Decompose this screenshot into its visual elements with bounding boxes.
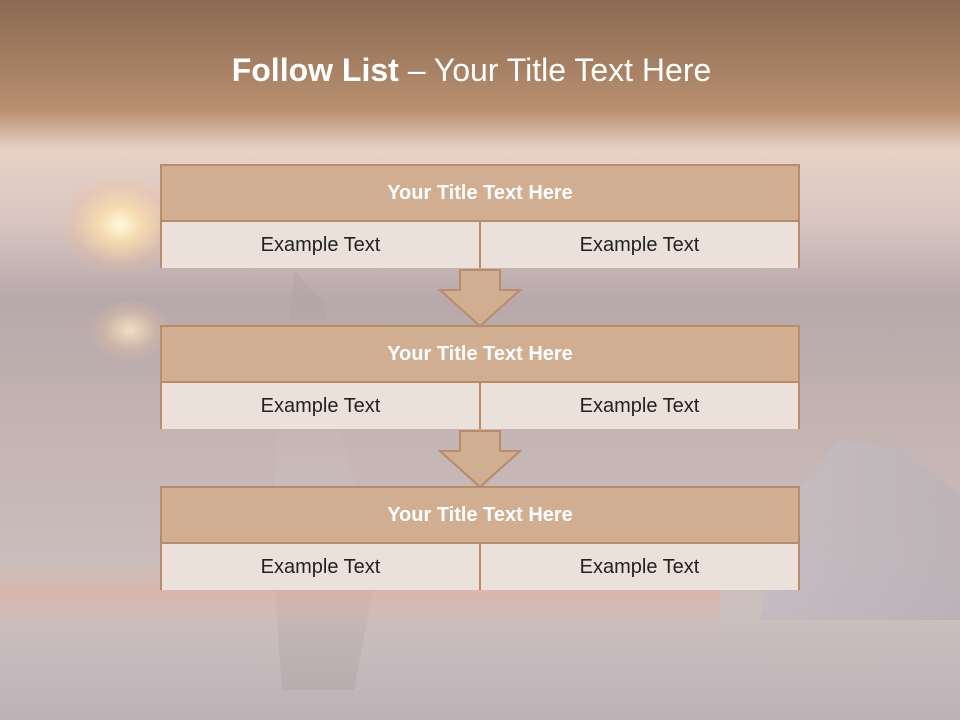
page-title-bold: Follow List — [231, 52, 399, 88]
step-2-left-text: Example Text — [162, 383, 479, 429]
page-title-rest: – Your Title Text Here — [398, 52, 712, 88]
step-1-right-text: Example Text — [479, 222, 798, 268]
step-3-row: Example Text Example Text — [162, 544, 798, 590]
step-3-title: Your Title Text Here — [162, 488, 798, 544]
step-panel-3: Your Title Text Here Example Text Exampl… — [160, 486, 800, 590]
step-1-row: Example Text Example Text — [162, 222, 798, 268]
step-2-title: Your Title Text Here — [162, 327, 798, 383]
down-arrow-icon — [437, 269, 523, 328]
step-panel-2: Your Title Text Here Example Text Exampl… — [160, 325, 800, 429]
step-3-right-text: Example Text — [479, 544, 798, 590]
down-arrow-icon — [437, 430, 523, 489]
sun-reflection — [90, 300, 170, 360]
step-panel-1: Your Title Text Here Example Text Exampl… — [160, 164, 800, 268]
step-3-left-text: Example Text — [162, 544, 479, 590]
foreground-shade — [0, 610, 960, 720]
page-title: Follow List – Your Title Text Here — [0, 52, 943, 89]
step-1-left-text: Example Text — [162, 222, 479, 268]
step-1-title: Your Title Text Here — [162, 166, 798, 222]
step-2-row: Example Text Example Text — [162, 383, 798, 429]
step-2-right-text: Example Text — [479, 383, 798, 429]
